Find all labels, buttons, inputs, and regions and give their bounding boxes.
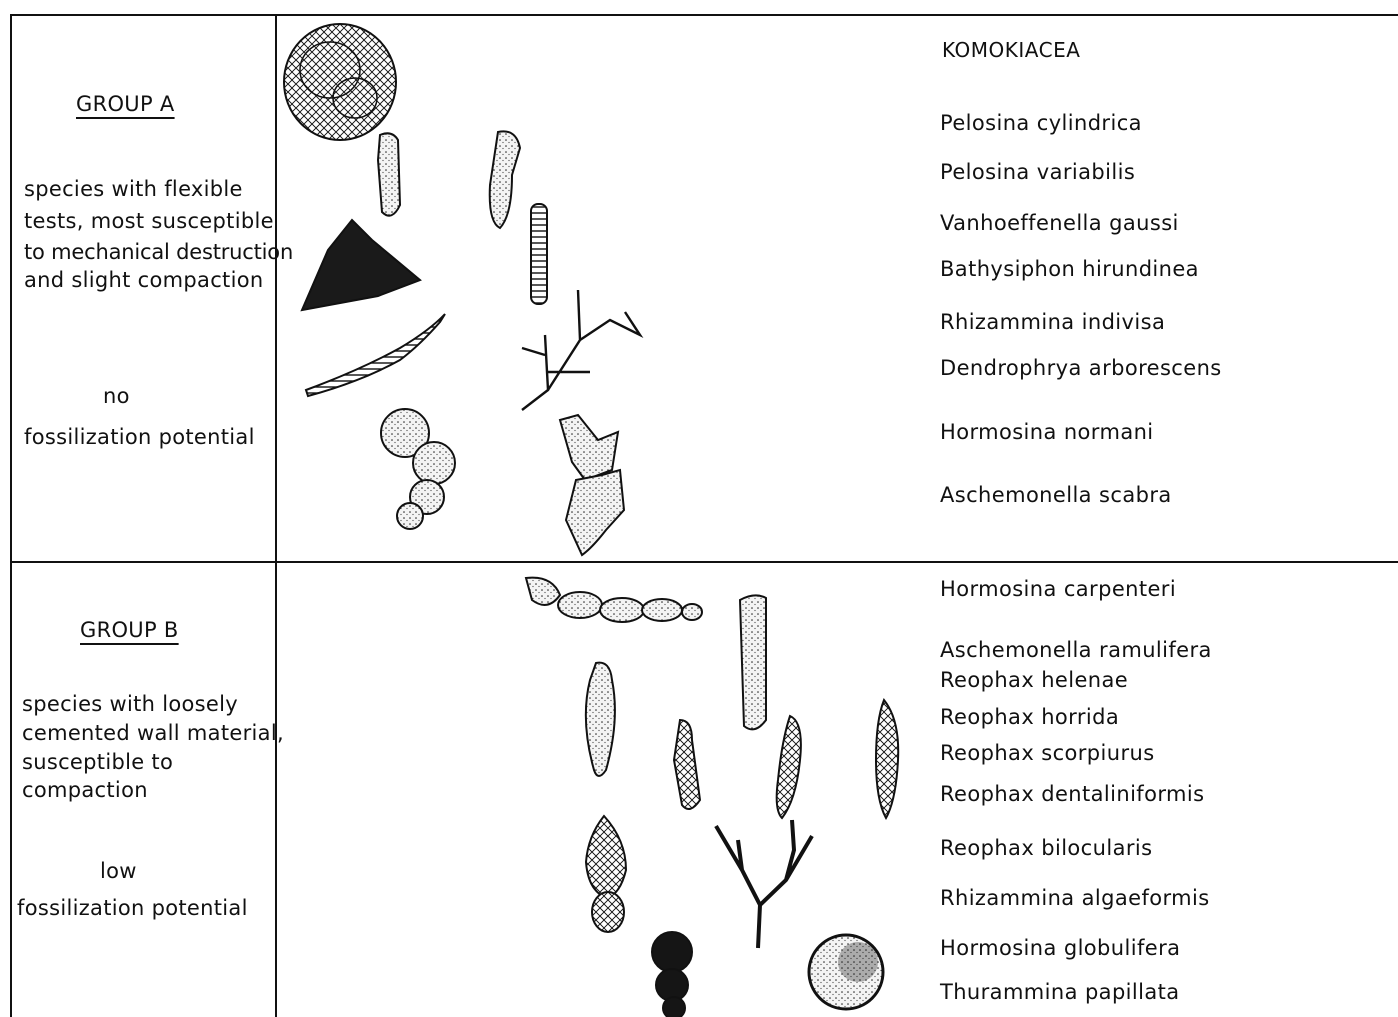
aschemonella-ramulifera-drawing [740,595,766,729]
reophax-scorpiurus-drawing [777,716,801,818]
reophax-dentaliniformis-drawing [876,700,898,818]
reophax-horrida-drawing [674,720,700,809]
hormosina-carpenteri-drawing [526,578,702,622]
reophax-bilocularis-drawing [586,816,626,932]
vanhoeffenella-drawing [302,220,420,310]
hormosina-normani-drawing [381,409,455,529]
dendrophrya-drawing [522,290,640,410]
komokiacea-drawing [284,24,396,140]
aschemonella-scabra-drawing [560,415,624,555]
thurammina-papillata-drawing [809,935,883,1009]
pelosina-cylindrica-drawing [378,133,400,215]
hormosina-globulifera-drawing [652,932,692,1017]
reophax-helenae-drawing [586,663,615,776]
pelosina-variabilis-drawing [490,131,520,228]
bathysiphon-drawing [531,204,547,304]
rhizammina-algaeformis-drawing [716,820,812,948]
rhizammina-indivisa-drawing [306,314,445,396]
